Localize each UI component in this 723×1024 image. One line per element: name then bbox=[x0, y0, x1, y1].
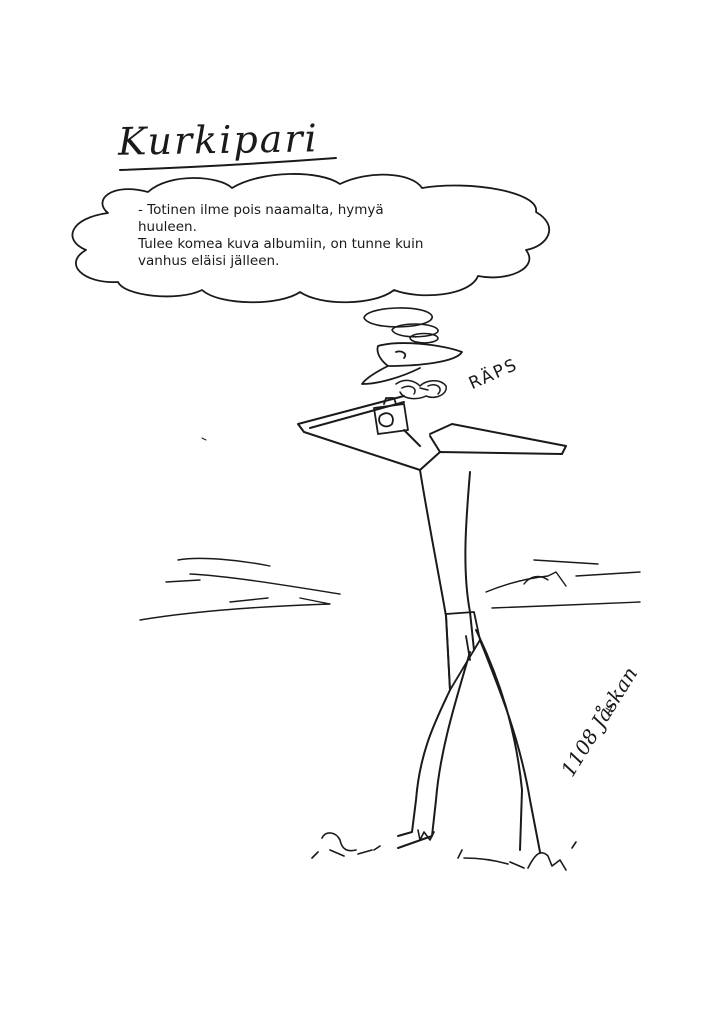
speech-cloud bbox=[71, 173, 550, 304]
cap bbox=[361, 342, 463, 385]
body bbox=[419, 469, 475, 691]
face-scribble bbox=[395, 379, 447, 400]
ground-right bbox=[457, 841, 577, 871]
speech-line: vanhus eläisi jälleen. bbox=[138, 253, 280, 269]
right-leg bbox=[475, 629, 541, 853]
left-leg bbox=[397, 651, 471, 849]
ground-left bbox=[311, 829, 435, 859]
speckle-2 bbox=[605, 705, 613, 715]
thought-bubble-3 bbox=[409, 332, 439, 344]
speech-line: - Totinen ilme pois naamalta, hymyä bbox=[138, 202, 384, 218]
title-underline bbox=[119, 157, 337, 171]
thought-bubble-1 bbox=[363, 307, 433, 328]
speech-text: - Totinen ilme pois naamalta, hymyä huul… bbox=[138, 202, 468, 270]
arms bbox=[297, 395, 567, 471]
comic-title: Kurkipari bbox=[117, 116, 320, 164]
landscape-left bbox=[139, 557, 341, 621]
mountain-bump bbox=[523, 575, 549, 585]
speech-line: huuleen. bbox=[138, 219, 197, 235]
thought-bubble-2 bbox=[391, 323, 439, 338]
landscape-right bbox=[485, 559, 641, 609]
speckle-1 bbox=[201, 437, 207, 441]
neck bbox=[403, 429, 441, 453]
speech-line: Tulee komea kuva albumiin, on tunne kuin bbox=[138, 236, 424, 252]
